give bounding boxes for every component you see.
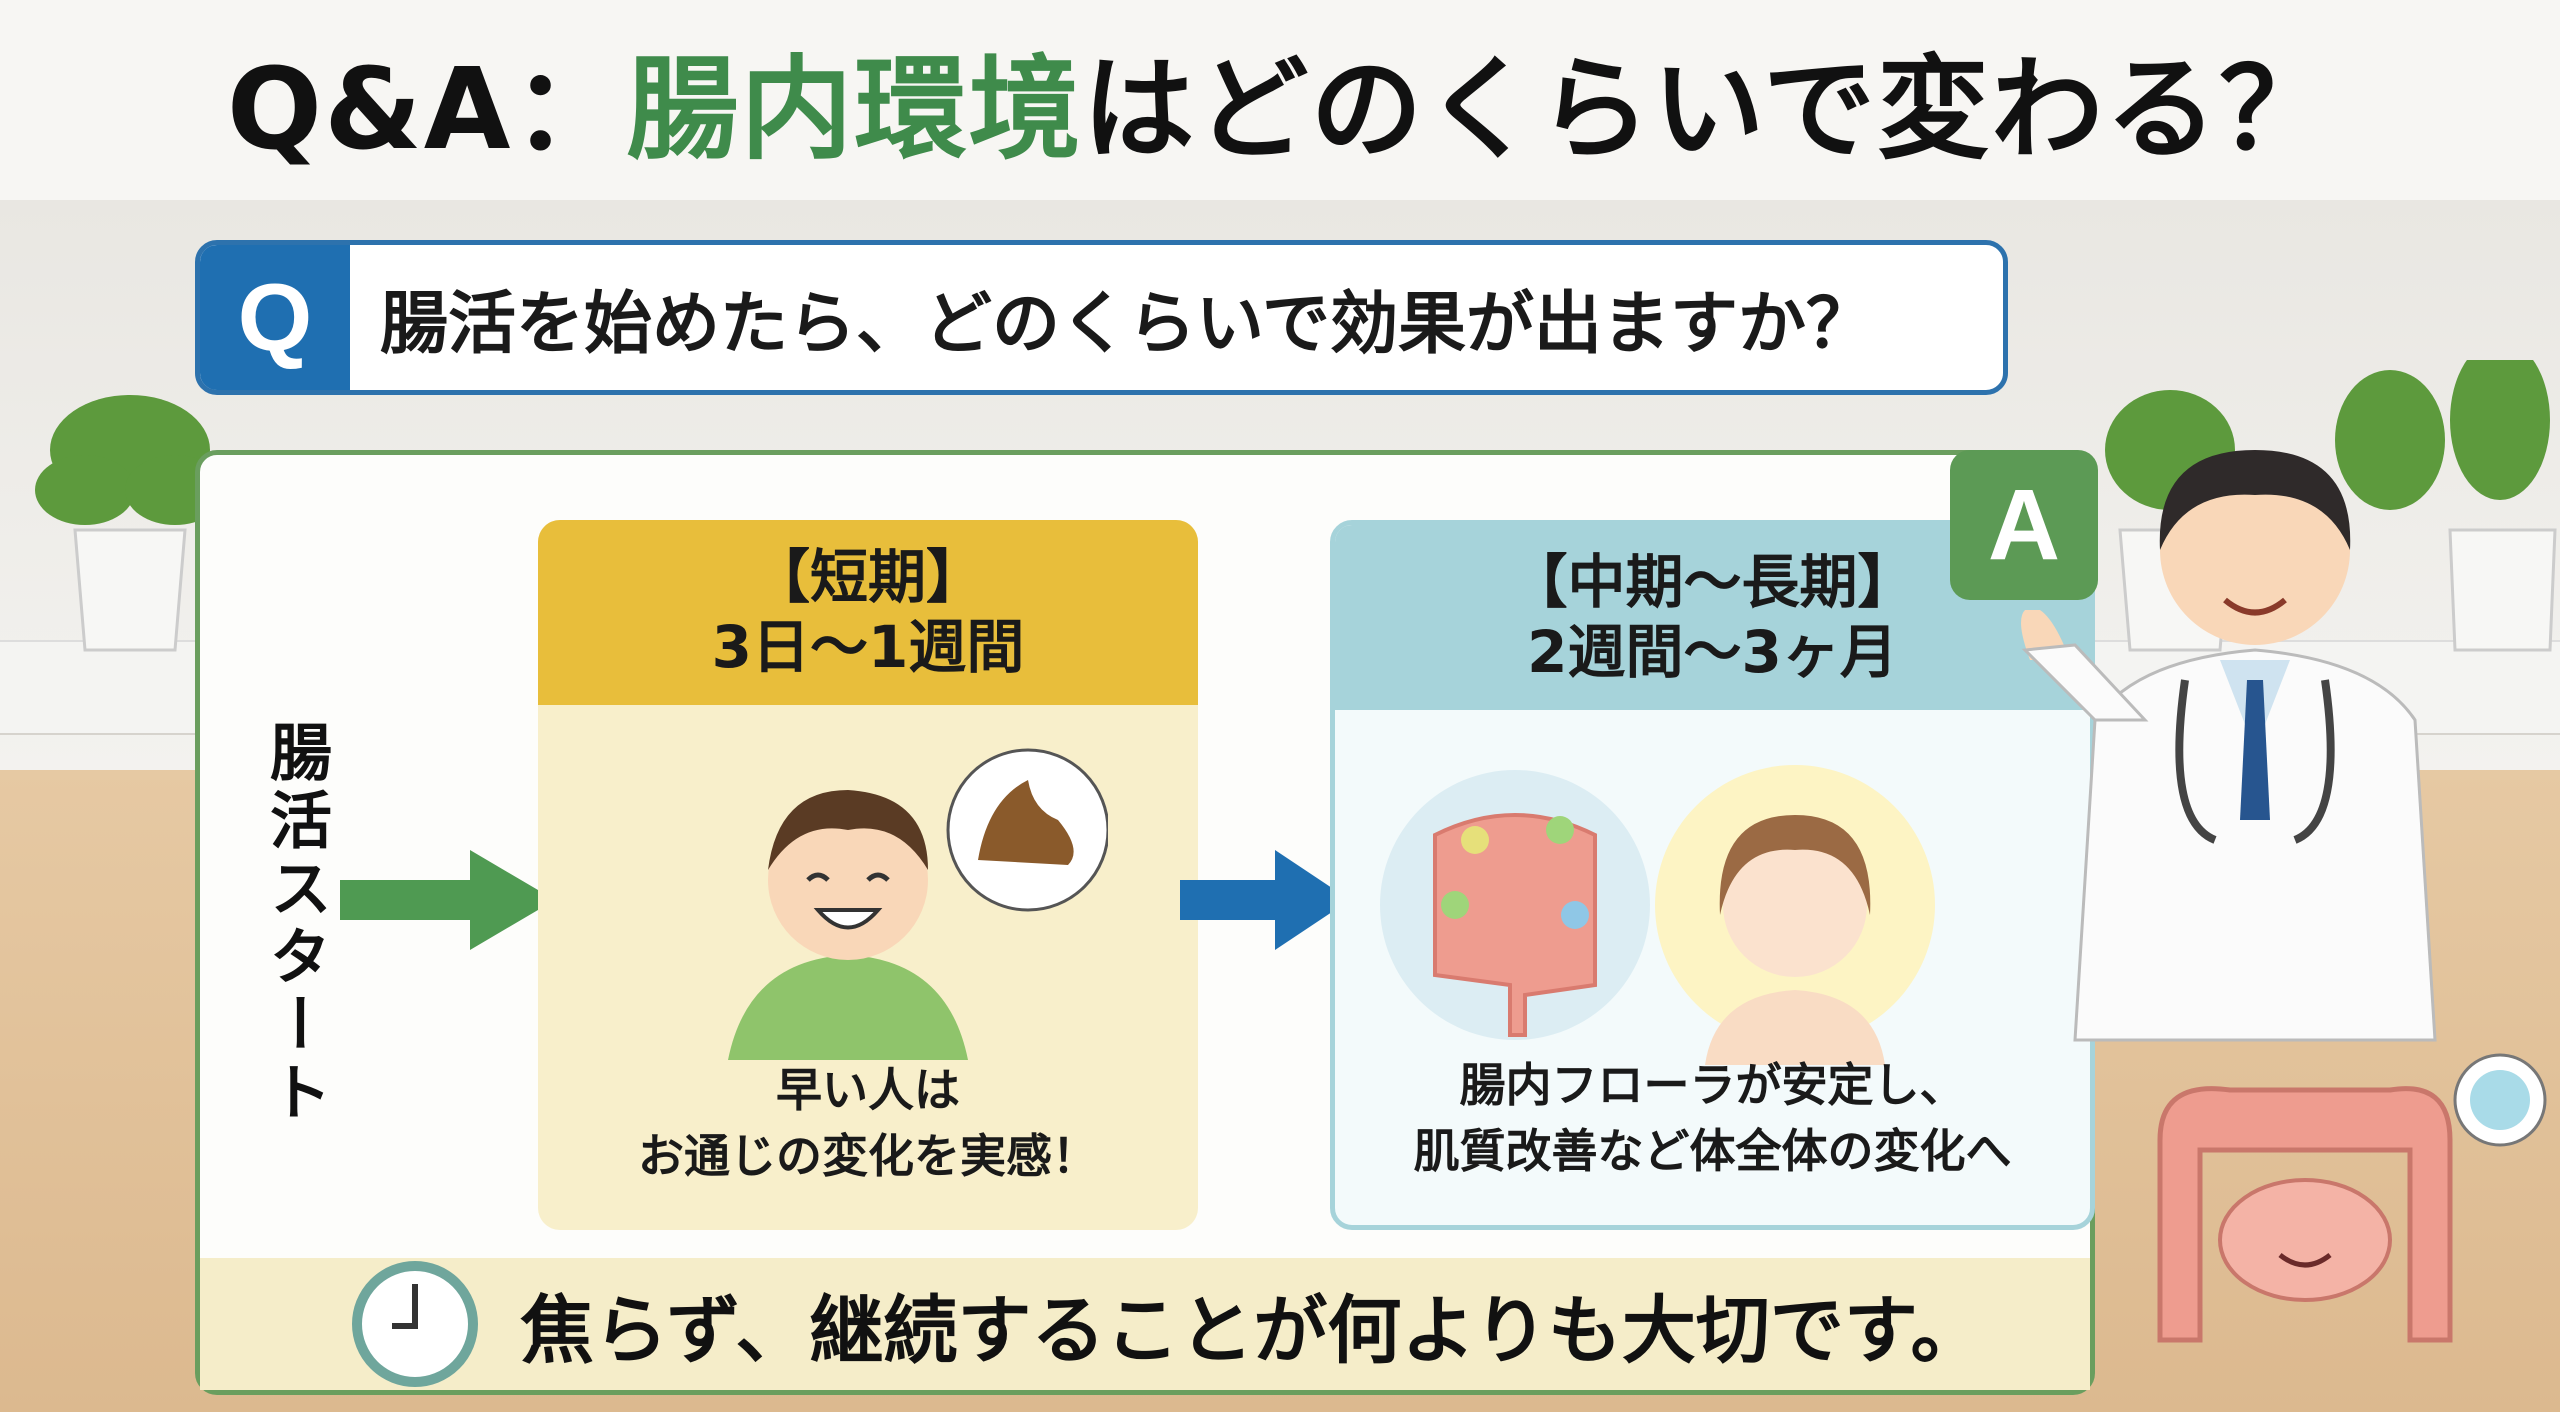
short-term-card: 【短期】 3日〜1週間 早い人は お通じの変化を実感！	[538, 520, 1198, 1230]
long-term-card: 【中期〜長期】 2週間〜3ヶ月 腸内フローラが安定し、 肌質改善など体全体の変化…	[1330, 520, 2095, 1230]
question-text: 腸活を始めたら、どのくらいで効果が出ますか？	[380, 285, 1874, 364]
short-term-caption: 早い人は お通じの変化を実感！	[538, 1057, 1198, 1190]
short-term-caption-line1: 早い人は	[776, 1062, 960, 1117]
question-box: Q 腸活を始めたら、どのくらいで効果が出ますか？	[195, 240, 2008, 395]
start-label: 腸活スタート	[259, 720, 332, 1128]
long-term-period: 2週間〜3ヶ月	[1527, 617, 1898, 686]
question-badge: Q	[200, 245, 350, 390]
long-term-caption: 腸内フローラが安定し、 肌質改善など体全体の変化へ	[1335, 1052, 2090, 1185]
green-arrow-icon	[340, 850, 555, 950]
conclusion-banner: 焦らず、継続することが何よりも大切です。	[200, 1258, 2090, 1390]
conclusion-text: 焦らず、継続することが何よりも大切です。	[520, 1287, 1985, 1374]
long-term-header: 【中期〜長期】 2週間〜3ヶ月	[1335, 525, 2090, 710]
short-term-label: 【短期】	[751, 542, 984, 611]
happy-boy-illustration	[728, 748, 1108, 1060]
title-prefix: Q&A：	[226, 45, 627, 175]
gut-character-illustration	[2157, 1053, 2547, 1343]
title-suffix: はどのくらいで変わる？	[1082, 45, 2334, 175]
clock-icon	[352, 1261, 478, 1387]
gut-flora-and-woman-illustration	[1380, 765, 1935, 1065]
long-term-label: 【中期〜長期】	[1509, 547, 1916, 616]
short-term-header: 【短期】 3日〜1週間	[538, 520, 1198, 705]
long-term-caption-line2: 肌質改善など体全体の変化へ	[1413, 1124, 2012, 1179]
title-highlight: 腸内環境	[626, 45, 1083, 175]
answer-badge: A	[1950, 450, 2098, 600]
blue-arrow-icon	[1180, 850, 1350, 950]
short-term-caption-line2: お通じの変化を実感！	[638, 1129, 1098, 1184]
long-term-caption-line1: 腸内フローラが安定し、	[1459, 1057, 1966, 1112]
page-title: Q&A： 腸内環境 はどのくらいで変わる？	[0, 0, 2560, 200]
short-term-period: 3日〜1週間	[711, 612, 1025, 681]
doctor-illustration	[2021, 450, 2437, 1042]
